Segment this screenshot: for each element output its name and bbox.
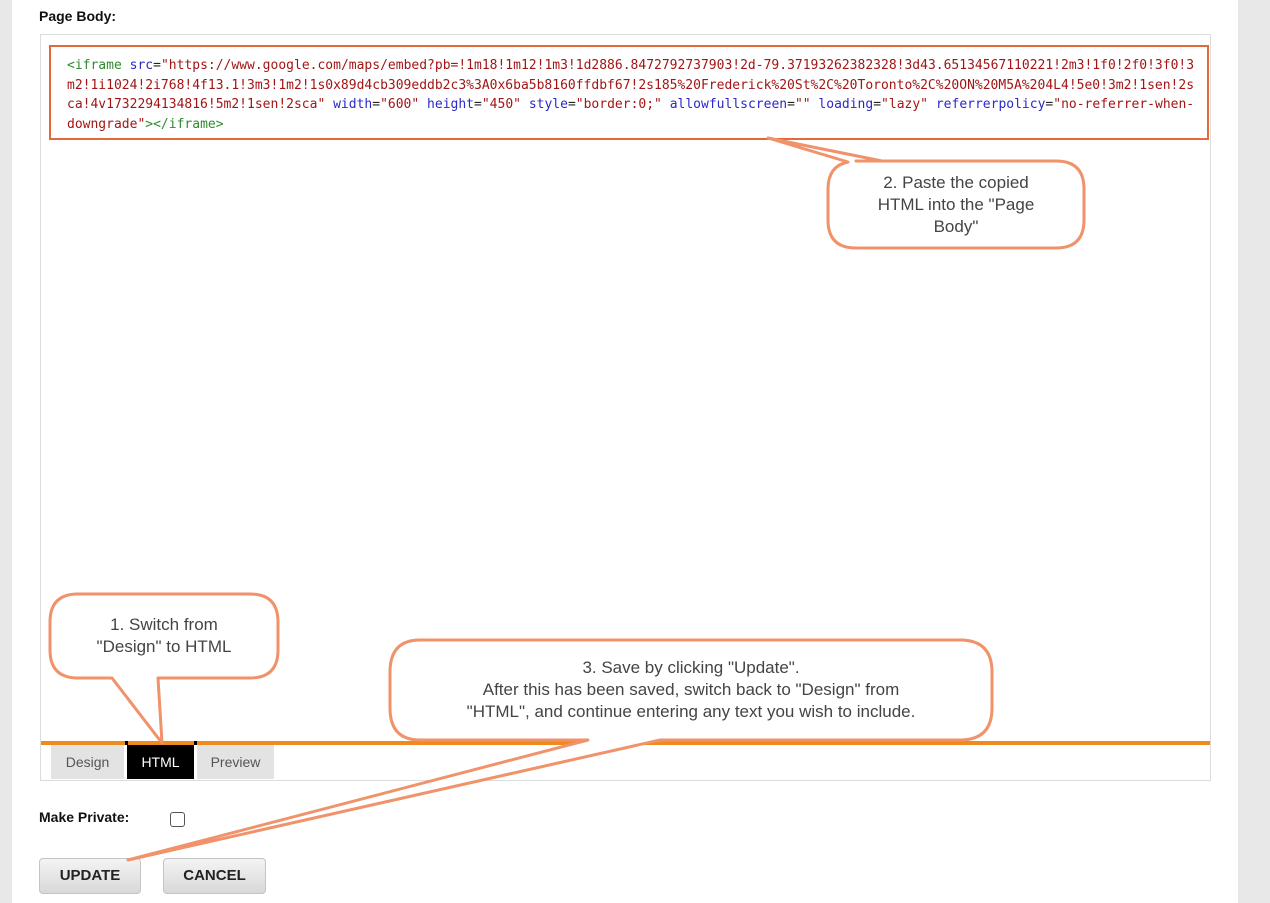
update-button[interactable]: UPDATE <box>39 858 141 894</box>
code-val-referrerpolicy: "no-referrer-when-downgrade" <box>67 97 1195 132</box>
callout-step2-text: 2. Paste the copied HTML into the "Page … <box>877 173 1035 236</box>
page-body-label: Page Body: <box>39 8 117 24</box>
code-val-height: "450" <box>481 97 521 112</box>
code-val-style: "border:0;" <box>575 97 662 112</box>
code-tag-gt: > <box>145 116 154 132</box>
code-attr-style: style <box>528 97 568 112</box>
code-tag-close: </iframe> <box>153 116 224 132</box>
code-attr-referrerpolicy: referrerpolicy <box>935 97 1046 112</box>
code-attr-height: height <box>427 97 475 112</box>
code-attr-src: src <box>129 58 154 73</box>
tab-preview[interactable]: Preview <box>197 745 274 779</box>
tab-html[interactable]: HTML <box>127 745 194 779</box>
code-val-loading: "lazy" <box>881 97 929 112</box>
callout-step3-text: 3. Save by clicking "Update". After this… <box>466 658 916 721</box>
code-tag-open: <iframe <box>67 58 122 73</box>
tab-design[interactable]: Design <box>51 745 124 779</box>
make-private-label: Make Private: <box>39 809 130 825</box>
code-attr-allowfullscreen: allowfullscreen <box>669 97 788 112</box>
code-val-allowfullscreen: "" <box>794 97 811 112</box>
callout-step1-text: 1. Switch from "Design" to HTML <box>96 615 232 656</box>
cancel-button[interactable]: CANCEL <box>163 858 266 894</box>
code-attr-width: width <box>333 97 373 112</box>
code-val-src: "https://www.google.com/maps/embed?pb=!1… <box>67 58 1195 112</box>
code-val-width: "600" <box>380 97 420 112</box>
code-attr-loading: loading <box>818 97 874 112</box>
page-container: Page Body: <iframe src="https://www.goog… <box>12 0 1238 903</box>
make-private-checkbox[interactable] <box>170 812 185 827</box>
html-source-textarea[interactable]: <iframe src="https://www.google.com/maps… <box>49 45 1209 140</box>
